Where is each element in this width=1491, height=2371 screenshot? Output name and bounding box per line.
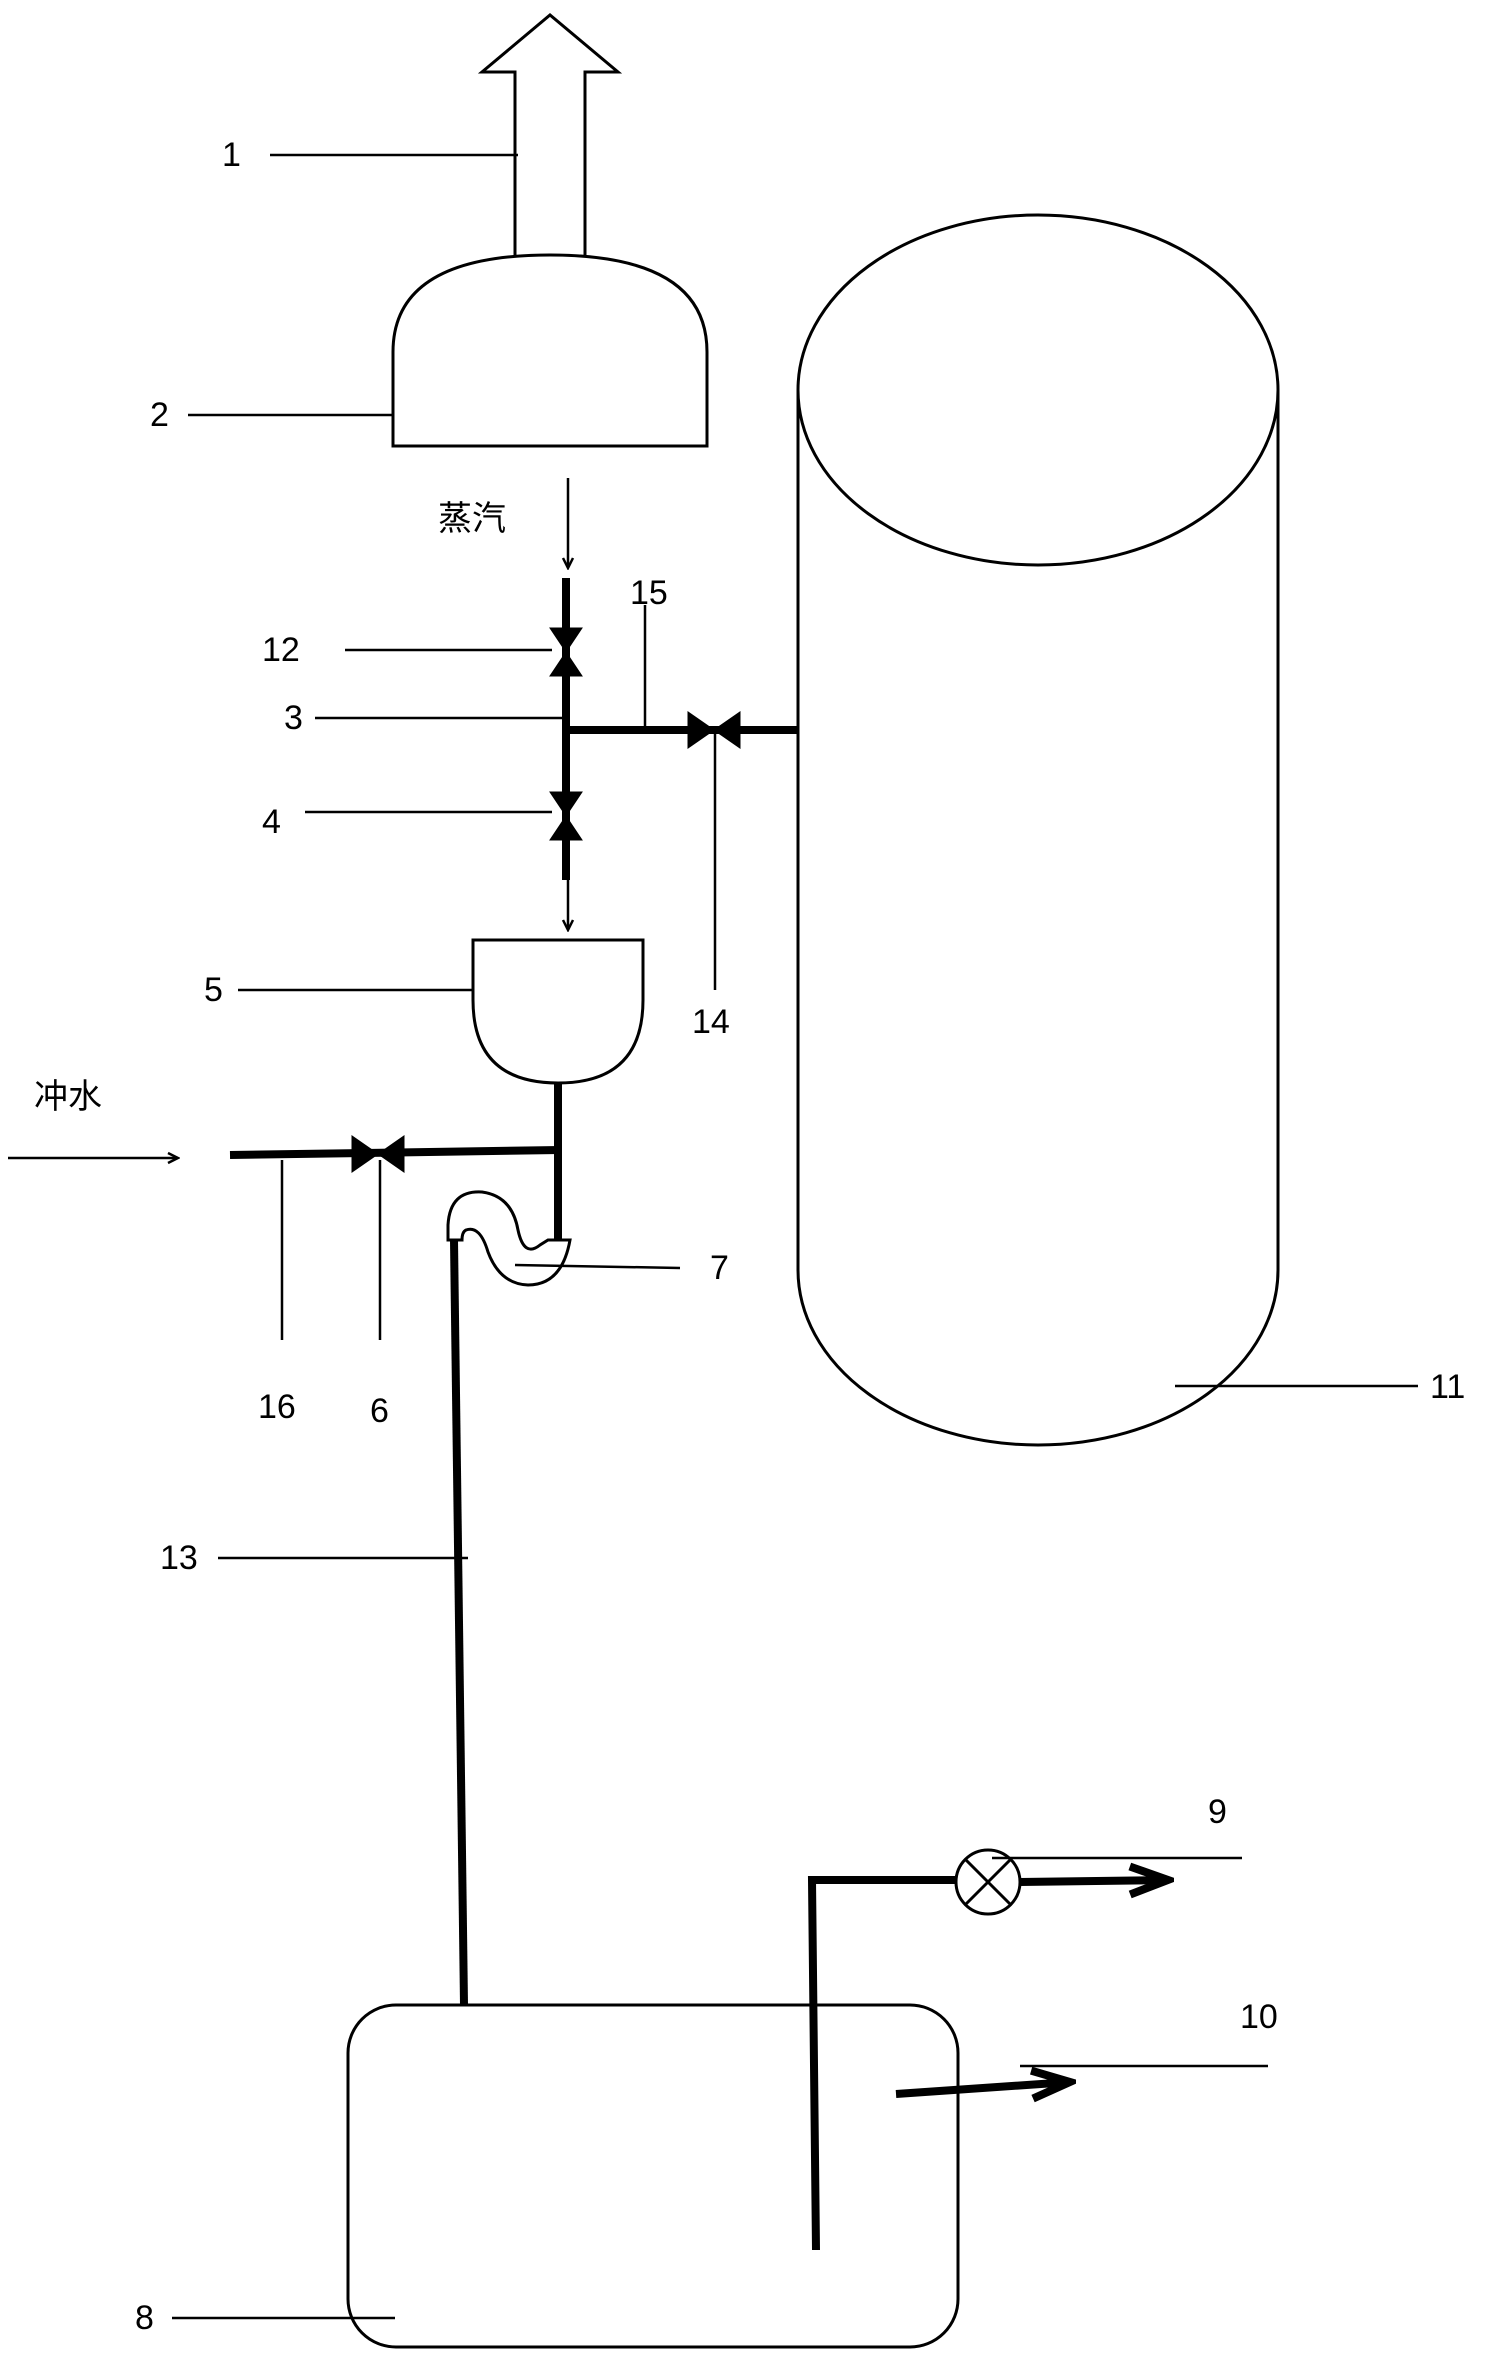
label-13: 13 (160, 1539, 198, 1577)
label-12: 12 (262, 631, 300, 669)
label-3: 3 (284, 699, 303, 737)
label-2: 2 (150, 396, 169, 434)
valve-4 (549, 791, 583, 841)
funnel (471, 938, 645, 1085)
label-9: 9 (1208, 1793, 1227, 1831)
suction-pipe (807, 1876, 956, 2251)
vessel-11 (796, 213, 1280, 1447)
u-trap (446, 1190, 572, 1287)
label-8: 8 (135, 2299, 154, 2337)
label-11: 11 (1430, 1368, 1465, 1406)
label-10: 10 (1240, 1998, 1278, 2036)
label-16: 16 (258, 1388, 296, 1426)
label-5: 5 (204, 971, 223, 1009)
tank-8 (346, 2003, 960, 2349)
flush-water-label: 冲水 (34, 1077, 102, 1117)
drain-pipe-13 (450, 1239, 468, 2006)
valve-12 (549, 627, 583, 677)
valve-6 (351, 1135, 405, 1173)
label-7: 7 (710, 1249, 729, 1287)
label-14: 14 (692, 1003, 730, 1041)
pump-9 (954, 1848, 1022, 1916)
overflow-arrow (895, 2082, 1070, 2094)
label-4: 4 (262, 803, 281, 841)
label-6: 6 (370, 1392, 389, 1430)
hood (391, 253, 709, 448)
steam-label: 蒸汽 (438, 499, 506, 539)
valve-14 (687, 711, 741, 749)
leader-lines (172, 153, 1418, 2320)
exhaust-arrow (477, 13, 623, 258)
pump-outlet-arrow (1019, 1880, 1168, 1882)
label-1: 1 (222, 136, 241, 174)
label-15: 15 (630, 574, 668, 612)
